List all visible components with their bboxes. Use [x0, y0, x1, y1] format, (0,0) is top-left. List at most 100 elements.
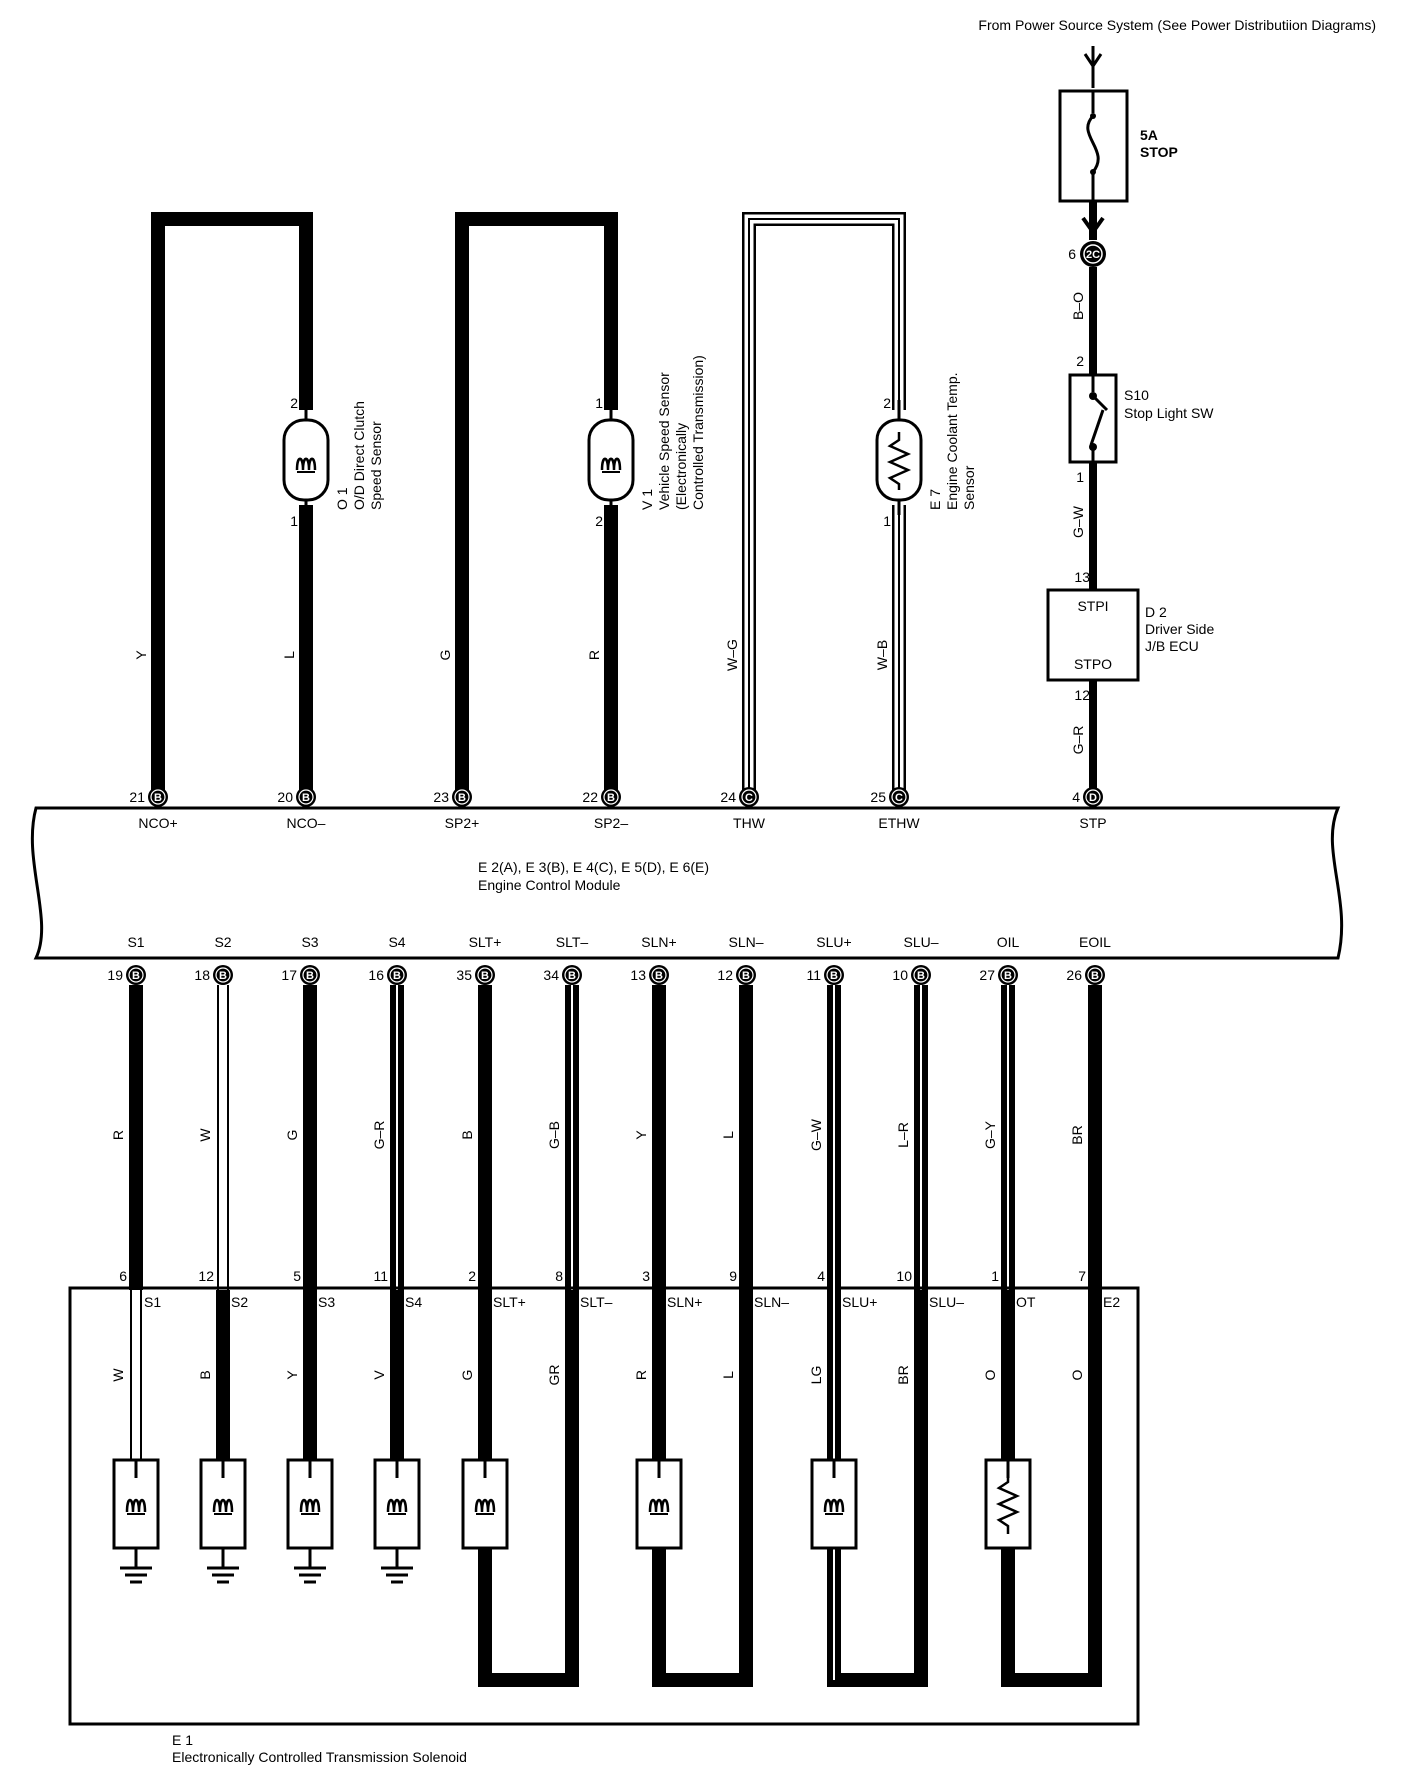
bottom-terminal-10: OIL [997, 934, 1020, 950]
bottom-pin-11-letter: B [1091, 970, 1099, 982]
top-terminal-5: ETHW [878, 815, 920, 831]
bottom-wire-color-7: L [720, 1131, 736, 1139]
sol-terminal-1: S2 [231, 1294, 248, 1310]
top-wire-color-2: G [437, 650, 453, 661]
loop-coolant-temp-sensor [742, 212, 907, 793]
sol-terminal-8: SLU+ [842, 1294, 877, 1310]
sol-pin-0: 6 [119, 1268, 127, 1284]
jb-ecu-terminal-bottom: STPO [1074, 656, 1112, 672]
sensor-od-direct-clutch: 2 1 O 1 O/D Direct Clutch Speed Sensor [282, 395, 384, 529]
sol-terminal-7: SLN– [754, 1294, 789, 1310]
sol-inner-color-2: Y [284, 1370, 300, 1380]
power-arrow-2c [1081, 201, 1105, 240]
coil-icon [295, 457, 317, 473]
top-pin-2-letter: B [458, 792, 466, 804]
top-terminal-2: SP2+ [445, 815, 480, 831]
engine-control-module: E 2(A), E 3(B), E 4(C), E 5(D), E 6(E) E… [30, 806, 1344, 960]
bottom-wire-color-11: BR [1069, 1125, 1085, 1144]
sol-pin-9: 10 [896, 1268, 912, 1284]
solenoid-coil-3 [373, 1458, 421, 1550]
sol-terminal-5: SLT– [580, 1294, 613, 1310]
sol-pin-2: 5 [293, 1268, 301, 1284]
solenoid-coil-2 [286, 1458, 334, 1550]
bottom-pin-8: B11 [806, 965, 844, 985]
sensor-v1-line2: (Electronically [673, 423, 689, 510]
solenoid-coil-1 [199, 1458, 247, 1550]
wire-gr-stp-label: G–R [1070, 726, 1086, 755]
sensor-v1-code: V 1 [639, 489, 655, 510]
ground-icon [120, 1548, 152, 1584]
top-pin-5: C25 [870, 787, 909, 807]
bottom-pin-10: B27 [979, 965, 1018, 985]
top-pin-6-letter: D [1089, 792, 1097, 804]
bottom-pin-9-number: 10 [892, 967, 908, 983]
sol-inner-color-1: B [197, 1370, 213, 1379]
fuse-5a-stop: 5A STOP [1058, 89, 1178, 203]
bottom-pin-4-number: 35 [456, 967, 472, 983]
power-source-arrow [1083, 46, 1103, 88]
fuse-rating: 5A [1140, 127, 1158, 143]
bottom-terminal-5: SLT– [556, 934, 589, 950]
bottom-pin-6-letter: B [655, 970, 663, 982]
ecm-top-connectors: YB21NCO+LB20NCO–GB23SP2+RB22SP2–W–GC24TH… [129, 639, 1106, 831]
sensor-e7-code: E 7 [927, 489, 943, 510]
bottom-terminal-9: SLU– [903, 934, 938, 950]
sol-inner-color-5: GR [546, 1365, 562, 1386]
top-pin-2-number: 23 [433, 789, 449, 805]
sol-pin-1: 12 [198, 1268, 214, 1284]
power-source-label: From Power Source System (See Power Dist… [978, 17, 1376, 33]
junction-2c-pin: 6 [1068, 246, 1076, 262]
bottom-pin-5: B34 [543, 965, 582, 985]
wire-bo-label: B–O [1070, 292, 1086, 320]
bottom-pin-0-letter: B [132, 970, 140, 982]
solenoid-elements: 6S1W12S2B5S3Y11S4V2SLT+G8SLT–GR3SLN+R9SL… [110, 985, 1120, 1687]
ground-icon [207, 1548, 239, 1584]
jb-ecu: 13 STPI STPO 12 D 2 Driver Side J/B ECU [1046, 569, 1214, 703]
sensor-e7-line1: Engine Coolant Temp. [944, 373, 960, 511]
top-wire-color-0: Y [133, 650, 149, 660]
bottom-terminal-3: S4 [388, 934, 405, 950]
bottom-wire-color-6: Y [633, 1130, 649, 1140]
bottom-pin-7-letter: B [742, 970, 750, 982]
stop-sw-pin-top: 2 [1076, 353, 1084, 369]
ecm-bottom-connectors: S1B19RS2B18WS3B17GS4B16G–RSLT+B35BSLT–B3… [107, 934, 1111, 1290]
sol-inner-color-10: O [982, 1369, 998, 1380]
stop-light-switch: 2 1 S10 Stop Light SW [1068, 353, 1214, 485]
bottom-wire-color-4: B [459, 1130, 475, 1139]
top-terminal-3: SP2– [594, 815, 628, 831]
sol-inner-color-8: LG [808, 1366, 824, 1385]
bottom-pin-2-number: 17 [281, 967, 297, 983]
sol-terminal-9: SLU– [929, 1294, 964, 1310]
jb-ecu-name-2: J/B ECU [1145, 638, 1199, 654]
bottom-pin-5-number: 34 [543, 967, 559, 983]
sensor-v1-line3: Controlled Transmission) [690, 355, 706, 510]
bottom-pin-4: B35 [456, 965, 495, 985]
bottom-terminal-1: S2 [214, 934, 231, 950]
sensor-o1-pin-bottom: 1 [290, 513, 298, 529]
bottom-pin-7-number: 12 [717, 967, 733, 983]
sensor-vehicle-speed: 1 2 V 1 Vehicle Speed Sensor (Electronic… [587, 355, 706, 529]
top-wire-color-5: W–B [874, 640, 890, 670]
bottom-terminal-2: S3 [301, 934, 318, 950]
sol-terminal-0: S1 [144, 1294, 161, 1310]
sol-inner-color-11: O [1069, 1369, 1085, 1380]
top-terminal-6: STP [1079, 815, 1106, 831]
ecm-line1: E 2(A), E 3(B), E 4(C), E 5(D), E 6(E) [478, 859, 709, 875]
coil-icon [474, 1498, 496, 1515]
junction-2c-letter: 2C [1086, 249, 1100, 261]
bottom-terminal-7: SLN– [728, 934, 763, 950]
solenoid-box-name: Electronically Controlled Transmission S… [172, 1749, 467, 1765]
sol-terminal-11: E2 [1103, 1294, 1120, 1310]
sol-pin-11: 7 [1078, 1268, 1086, 1284]
bottom-pin-1: B18 [194, 965, 233, 985]
sol-terminal-2: S3 [318, 1294, 335, 1310]
bottom-wire-color-9: L–R [895, 1122, 911, 1148]
bottom-pin-2-letter: B [306, 970, 314, 982]
bottom-wire-color-2: G [284, 1130, 300, 1141]
coil-icon [125, 1498, 147, 1515]
sensor-e7-pin-top: 2 [883, 395, 891, 411]
bottom-pin-0: B19 [107, 965, 146, 985]
sensor-v1-line1: Vehicle Speed Sensor [656, 372, 672, 510]
top-pin-0-letter: B [154, 792, 162, 804]
